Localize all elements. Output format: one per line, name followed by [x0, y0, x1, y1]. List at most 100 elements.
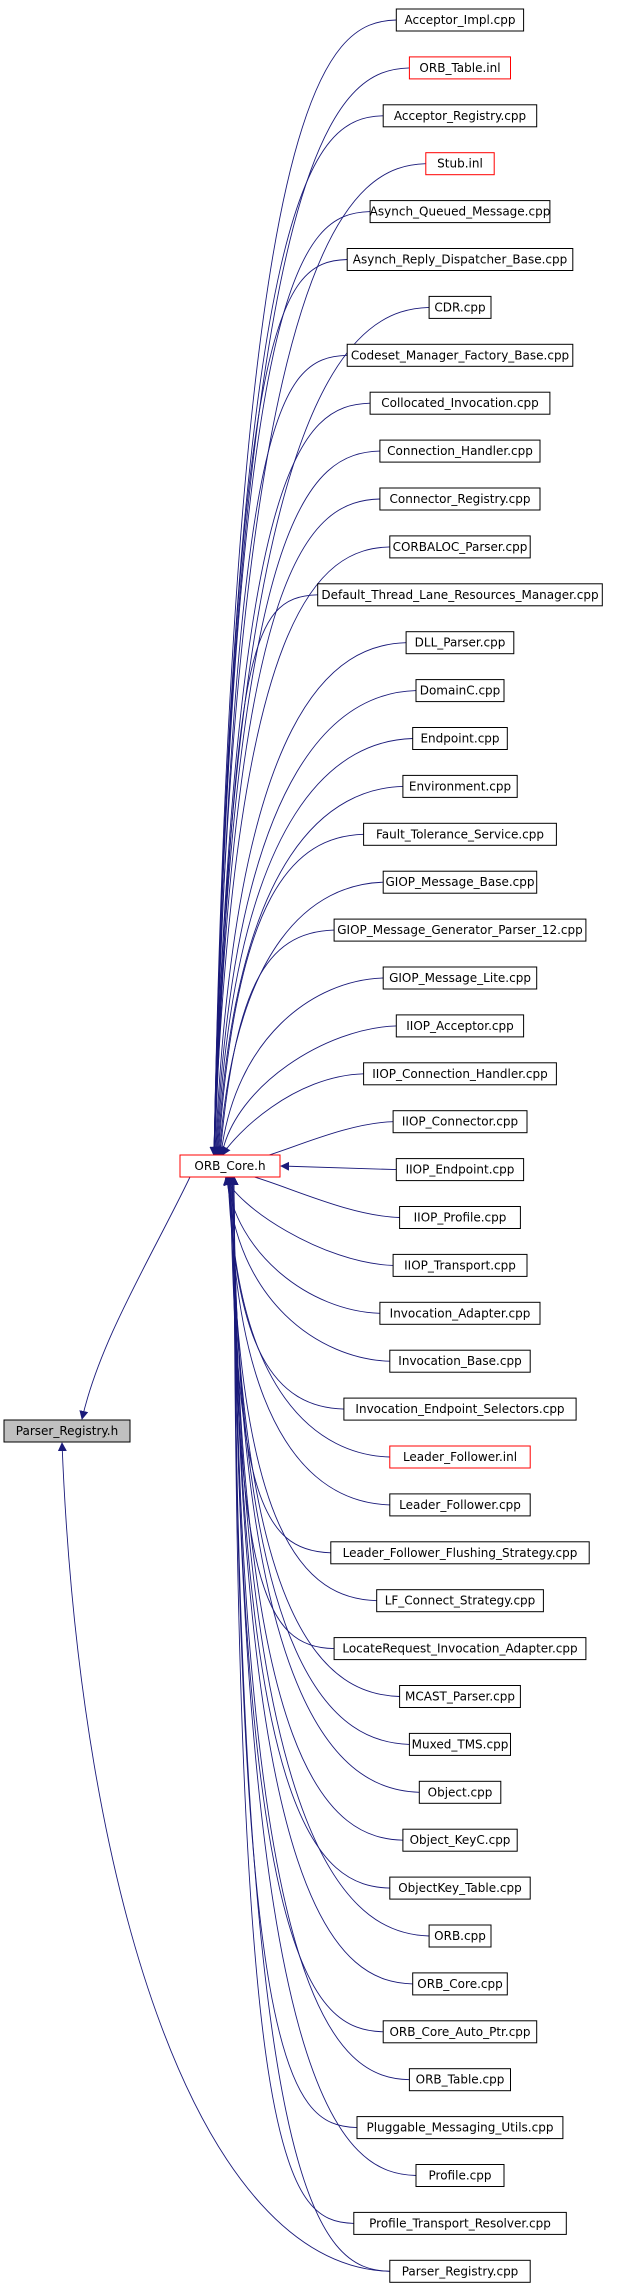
node-domainc-cpp[interactable]: DomainC.cpp [415, 679, 505, 703]
node-corbaloc-parser-cpp[interactable]: CORBALOC_Parser.cpp [389, 535, 531, 559]
node-invocation-endpoint-selectors-cpp-label: Invocation_Endpoint_Selectors.cpp [355, 1402, 564, 1416]
edge-object-cpp-to-orb-core-h [229, 1176, 420, 1793]
node-leader-follower-cpp[interactable]: Leader_Follower.cpp [389, 1493, 531, 1517]
node-collocated-invocation-cpp-box [369, 391, 551, 415]
edge-mcast-parser-cpp-to-orb-core-h [228, 1176, 400, 1697]
node-orb-cpp[interactable]: ORB.cpp [428, 1924, 492, 1948]
node-profile-transport-resolver-cpp[interactable]: Profile_Transport_Resolver.cpp [353, 2211, 567, 2235]
node-lf-connect-strategy-cpp[interactable]: LF_Connect_Strategy.cpp [376, 1589, 544, 1613]
node-object-keyc-cpp[interactable]: Object_KeyC.cpp [402, 1828, 518, 1852]
node-environment-cpp[interactable]: Environment.cpp [402, 774, 518, 798]
edge-fault-tolerance-service-cpp-to-orb-core-h [214, 833, 364, 1156]
node-orb-core-auto-ptr-cpp-box [382, 2020, 538, 2044]
edge-iiop-connection-handler-cpp-to-orb-core-h [222, 1073, 364, 1156]
node-leader-follower-flushing-strategy-cpp[interactable]: Leader_Follower_Flushing_Strategy.cpp [330, 1541, 590, 1565]
node-connector-registry-cpp[interactable]: Connector_Registry.cpp [379, 487, 541, 511]
edge-muxed-tms-cpp-to-orb-core-h [229, 1176, 410, 1745]
node-codeset-manager-factory-base-cpp[interactable]: Codeset_Manager_Factory_Base.cpp [346, 343, 574, 367]
edge-object-keyc-cpp-to-orb-core-h [229, 1176, 403, 1841]
edge-invocation-adapter-cpp-to-orb-core-h [222, 1176, 380, 1314]
node-dll-parser-cpp-box [405, 631, 515, 655]
node-acceptor-impl-cpp-box [395, 8, 525, 32]
node-objectkey-table-cpp[interactable]: ObjectKey_Table.cpp [389, 1876, 531, 1900]
edge-locaterequest-invocation-adapter-cpp-to-orb-core-h [227, 1176, 335, 1650]
node-cdr-cpp[interactable]: CDR.cpp [428, 295, 492, 319]
node-connection-handler-cpp[interactable]: Connection_Handler.cpp [379, 439, 541, 463]
node-fault-tolerance-service-cpp[interactable]: Fault_Tolerance_Service.cpp [363, 822, 557, 846]
node-profile-cpp[interactable]: Profile.cpp [415, 2164, 505, 2187]
node-domainc-cpp-box [415, 679, 505, 703]
node-orb-table-cpp[interactable]: ORB_Table.cpp [408, 2068, 511, 2092]
node-default-thread-lane-resources-manager-cpp[interactable]: Default_Thread_Lane_Resources_Manager.cp… [317, 583, 603, 607]
edge-iiop-endpoint-cpp-to-orb-core-h [280, 1161, 397, 1171]
node-asynch-queued-message-cpp[interactable]: Asynch_Queued_Message.cpp [369, 200, 551, 224]
node-object-keyc-cpp-box [402, 1828, 518, 1852]
node-iiop-connection-handler-cpp[interactable]: IIOP_Connection_Handler.cpp [363, 1062, 557, 1086]
node-lf-connect-strategy-cpp-label: LF_Connect_Strategy.cpp [385, 1594, 536, 1608]
node-orb-core-h[interactable]: ORB_Core.h [179, 1154, 281, 1178]
node-object-cpp-box [418, 1780, 502, 1804]
edge-parser-registry-cpp-to-parser-registry-h [57, 1442, 390, 2272]
node-codeset-manager-factory-base-cpp-box [346, 343, 574, 367]
node-giop-message-lite-cpp[interactable]: GIOP_Message_Lite.cpp [382, 966, 538, 990]
node-endpoint-cpp[interactable]: Endpoint.cpp [412, 727, 508, 750]
edge-giop-message-generator-parser-12-cpp-to-orb-core-h [216, 929, 335, 1156]
node-invocation-adapter-cpp-box [379, 1301, 541, 1325]
node-orb-table-inl[interactable]: ORB_Table.inl [408, 56, 511, 80]
edge-domainc-cpp-to-orb-core-h [211, 690, 417, 1156]
node-iiop-transport-cpp-box [392, 1253, 528, 1277]
edge-orb-core-h-to-parser-registry-h [79, 1176, 191, 1420]
node-dll-parser-cpp[interactable]: DLL_Parser.cpp [405, 631, 515, 655]
node-objectkey-table-cpp-label: ObjectKey_Table.cpp [398, 1881, 522, 1895]
node-acceptor-registry-cpp-label: Acceptor_Registry.cpp [394, 109, 526, 123]
node-iiop-connection-handler-cpp-box [363, 1062, 557, 1086]
node-locaterequest-invocation-adapter-cpp-box [333, 1637, 587, 1661]
node-profile-cpp-label: Profile.cpp [429, 2169, 492, 2183]
edge-giop-message-base-cpp-to-orb-core-h [215, 881, 384, 1156]
node-muxed-tms-cpp[interactable]: Muxed_TMS.cpp [408, 1732, 511, 1756]
node-invocation-base-cpp[interactable]: Invocation_Base.cpp [389, 1349, 531, 1373]
node-iiop-acceptor-cpp[interactable]: IIOP_Acceptor.cpp [395, 1014, 525, 1038]
node-giop-message-base-cpp[interactable]: GIOP_Message_Base.cpp [382, 870, 538, 894]
node-iiop-transport-cpp[interactable]: IIOP_Transport.cpp [392, 1253, 528, 1277]
node-connection-handler-cpp-label: Connection_Handler.cpp [387, 444, 533, 458]
node-object-cpp[interactable]: Object.cpp [418, 1780, 502, 1804]
node-leader-follower-inl[interactable]: Leader_Follower.inl [389, 1445, 531, 1469]
node-stub-inl-label: Stub.inl [437, 157, 483, 171]
node-leader-follower-flushing-strategy-cpp-label: Leader_Follower_Flushing_Strategy.cpp [343, 1546, 578, 1560]
node-orb-core-cpp[interactable]: ORB_Core.cpp [412, 1972, 508, 1996]
node-mcast-parser-cpp-label: MCAST_Parser.cpp [405, 1690, 515, 1704]
node-collocated-invocation-cpp[interactable]: Collocated_Invocation.cpp [369, 391, 551, 415]
node-asynch-reply-dispatcher-base-cpp[interactable]: Asynch_Reply_Dispatcher_Base.cpp [346, 248, 574, 271]
node-acceptor-registry-cpp[interactable]: Acceptor_Registry.cpp [382, 104, 538, 128]
node-locaterequest-invocation-adapter-cpp[interactable]: LocateRequest_Invocation_Adapter.cpp [333, 1637, 587, 1661]
node-giop-message-generator-parser-12-cpp-label: GIOP_Message_Generator_Parser_12.cpp [337, 923, 583, 937]
node-iiop-profile-cpp[interactable]: IIOP_Profile.cpp [399, 1206, 521, 1229]
node-parser-registry-h-box [3, 1419, 131, 1443]
node-iiop-connector-cpp-box [392, 1110, 528, 1134]
node-invocation-adapter-cpp[interactable]: Invocation_Adapter.cpp [379, 1301, 541, 1325]
node-asynch-queued-message-cpp-label: Asynch_Queued_Message.cpp [370, 205, 551, 219]
edge-environment-cpp-to-orb-core-h [213, 785, 403, 1156]
node-asynch-reply-dispatcher-base-cpp-label: Asynch_Reply_Dispatcher_Base.cpp [353, 253, 568, 267]
node-acceptor-impl-cpp[interactable]: Acceptor_Impl.cpp [395, 8, 525, 32]
node-cdr-cpp-box [428, 295, 492, 319]
node-corbaloc-parser-cpp-label: CORBALOC_Parser.cpp [393, 540, 528, 554]
node-invocation-endpoint-selectors-cpp[interactable]: Invocation_Endpoint_Selectors.cpp [343, 1397, 577, 1421]
node-invocation-adapter-cpp-label: Invocation_Adapter.cpp [390, 1306, 531, 1320]
edge-default-thread-lane-resources-manager-cpp-to-orb-core-h [210, 594, 318, 1156]
node-stub-inl[interactable]: Stub.inl [425, 152, 495, 176]
edge-profile-transport-resolver-cpp-to-orb-core-h [229, 1176, 354, 2224]
node-giop-message-generator-parser-12-cpp[interactable]: GIOP_Message_Generator_Parser_12.cpp [333, 918, 587, 942]
node-iiop-endpoint-cpp[interactable]: IIOP_Endpoint.cpp [395, 1158, 525, 1182]
node-iiop-connector-cpp[interactable]: IIOP_Connector.cpp [392, 1110, 528, 1134]
node-parser-registry-h[interactable]: Parser_Registry.h [3, 1419, 131, 1443]
node-environment-cpp-box [402, 774, 518, 798]
node-pluggable-messaging-utils-cpp[interactable]: Pluggable_Messaging_Utils.cpp [356, 2116, 564, 2140]
node-orb-table-inl-box [408, 56, 511, 80]
node-parser-registry-cpp[interactable]: Parser_Registry.cpp [389, 2259, 531, 2283]
node-mcast-parser-cpp[interactable]: MCAST_Parser.cpp [399, 1685, 521, 1708]
node-default-thread-lane-resources-manager-cpp-label: Default_Thread_Lane_Resources_Manager.cp… [321, 588, 598, 602]
node-orb-table-cpp-label: ORB_Table.cpp [416, 2073, 505, 2087]
node-orb-core-auto-ptr-cpp[interactable]: ORB_Core_Auto_Ptr.cpp [382, 2020, 538, 2044]
